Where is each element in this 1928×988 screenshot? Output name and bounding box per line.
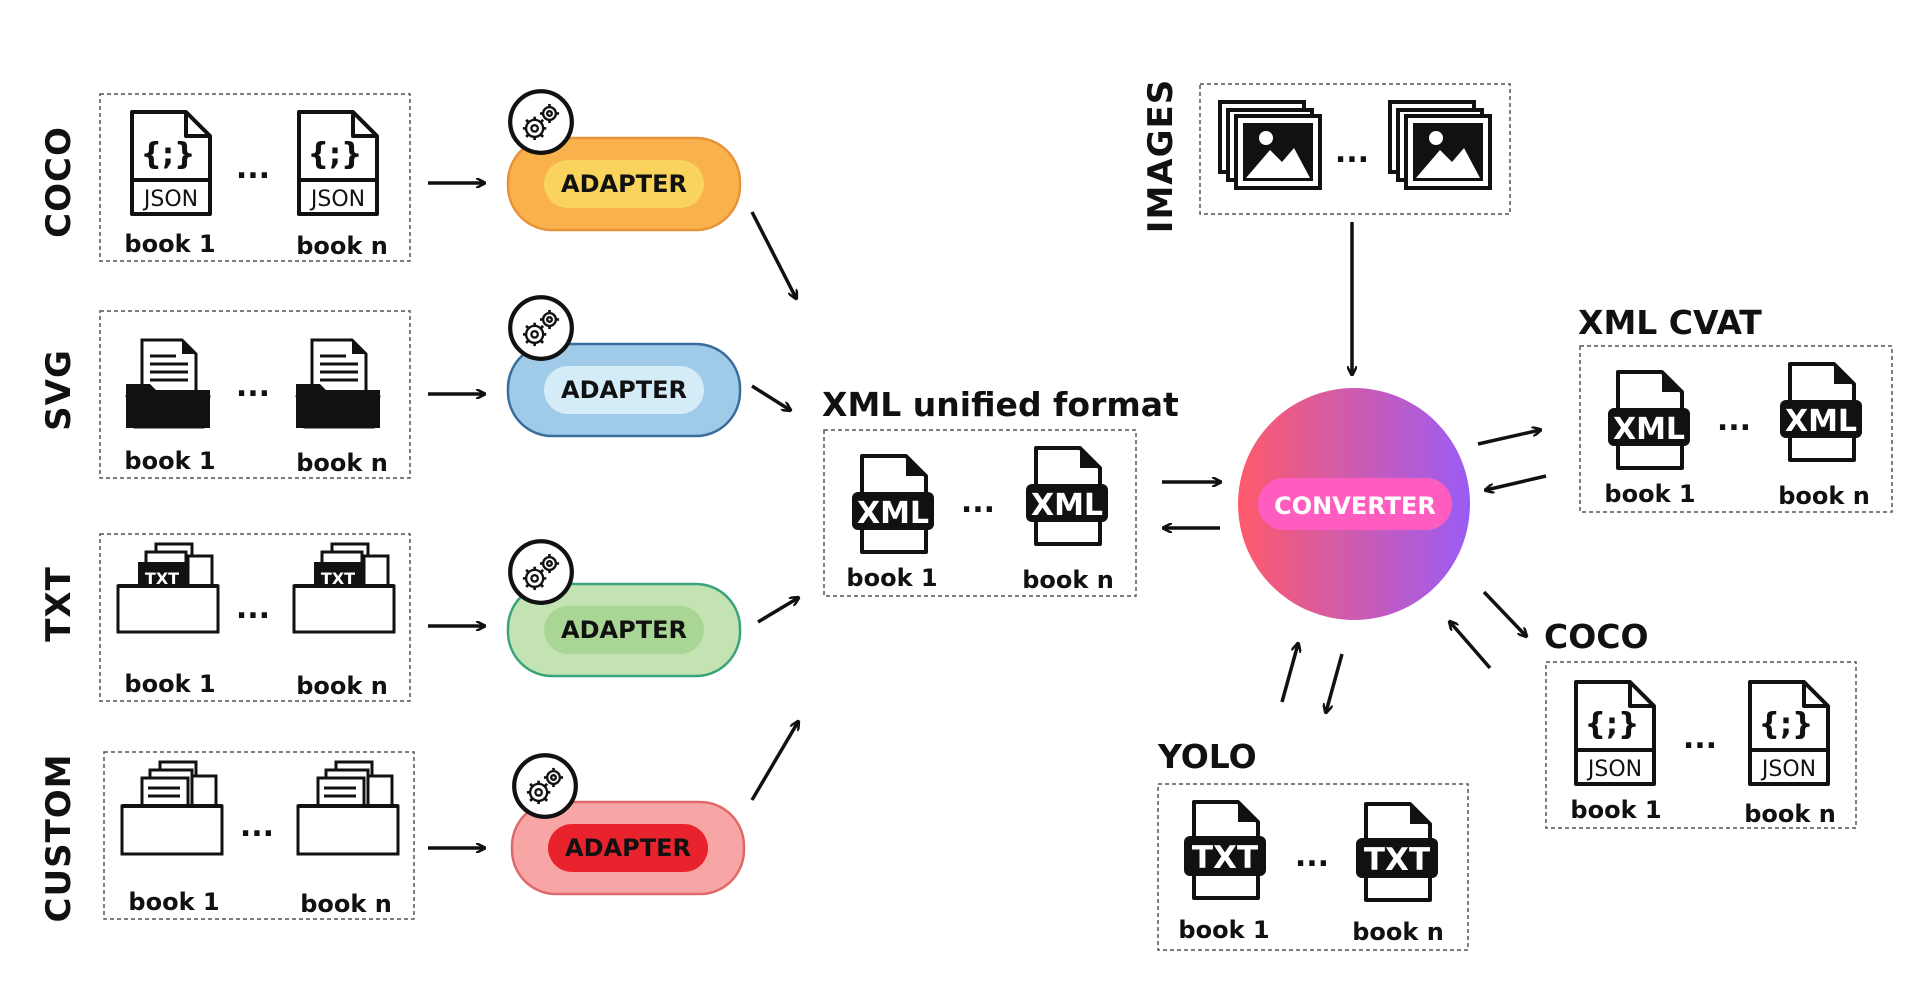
txt-file-icon: [1182, 800, 1268, 900]
arrow-adapter-custom-to-unified: [750, 722, 798, 801]
unified-format-title: XML unified format: [822, 385, 1179, 424]
source-label-coco: COCO: [39, 126, 79, 238]
ellipsis: ...: [1717, 403, 1751, 438]
txt-file-icon: [1354, 802, 1440, 902]
adapter-custom: ADAPTER: [510, 755, 746, 896]
arrow-converter-to-xml-cvat: [1477, 430, 1540, 446]
source-label-custom: CUSTOM: [39, 754, 79, 923]
arrow-adapter-svg-to-unified: [751, 384, 790, 410]
arrow-adapter-txt-to-unified: [757, 598, 798, 624]
book-first-label: book 1: [124, 447, 215, 475]
source-label-svg: SVG: [39, 349, 79, 431]
book-last-label: book n: [296, 449, 388, 477]
book-first-label: book 1: [124, 230, 215, 258]
arrow-xml-cvat-to-converter: [1486, 474, 1547, 490]
book-first-label: book 1: [1570, 796, 1661, 824]
adapter-label: ADAPTER: [561, 376, 687, 404]
adapter-label: ADAPTER: [561, 616, 687, 644]
output-xml-cvat: XML CVAT ... book 1 book n: [1578, 303, 1893, 513]
output-coco: COCO ... book 1 book n: [1544, 617, 1857, 829]
ellipsis: ...: [961, 485, 995, 520]
converter: CONVERTER: [1238, 388, 1470, 620]
source-row-custom: CUSTOM ... book 1 book n: [39, 751, 415, 923]
arrow-converter-to-yolo: [1326, 653, 1344, 712]
output-title-xml-cvat: XML CVAT: [1578, 303, 1762, 342]
arrow-converter-to-coco: [1482, 590, 1526, 636]
json-file-icon: [1574, 680, 1656, 786]
book-last-label: book n: [296, 232, 388, 260]
book-last-label: book n: [1352, 918, 1444, 946]
json-file-icon: [130, 110, 212, 216]
xml-file-icon: [1024, 446, 1110, 546]
ellipsis: ...: [240, 809, 274, 844]
unified-format-group: XML unified format ... book 1 book n: [822, 385, 1179, 597]
adapter-txt: ADAPTER: [506, 541, 742, 678]
source-row-txt: TXT ... book 1 book n: [39, 533, 411, 702]
images-group: IMAGES ...: [1141, 79, 1511, 233]
book-first-label: book 1: [846, 564, 937, 592]
book-last-label: book n: [1778, 482, 1870, 510]
output-title-yolo: YOLO: [1157, 737, 1257, 776]
source-row-coco: COCO ... book 1 book n: [39, 93, 411, 262]
images-label: IMAGES: [1141, 79, 1181, 233]
gear-icon: [510, 541, 572, 603]
source-row-svg: SVG ... book 1 book n: [39, 310, 411, 479]
xml-file-icon: [1778, 362, 1864, 462]
gear-icon: [510, 91, 572, 153]
arrow-adapter-coco-to-unified: [750, 211, 796, 298]
ellipsis: ...: [1295, 839, 1329, 874]
gear-icon: [514, 755, 576, 817]
adapter-coco: ADAPTER: [506, 91, 742, 232]
source-label-txt: TXT: [39, 566, 79, 642]
arrow-yolo-to-converter: [1280, 644, 1298, 703]
converter-pill: [1258, 478, 1452, 530]
gear-icon: [510, 297, 572, 359]
adapter-label: ADAPTER: [561, 170, 687, 198]
adapter-label: ADAPTER: [565, 834, 691, 862]
output-yolo: YOLO ... book 1 book n: [1157, 737, 1469, 951]
adapter-inner: [544, 606, 704, 654]
ellipsis: ...: [236, 151, 270, 186]
book-first-label: book 1: [128, 888, 219, 916]
ellipsis: ...: [236, 369, 270, 404]
output-title-coco: COCO: [1544, 617, 1649, 656]
image-stack-icon: [1388, 100, 1492, 190]
arrow-coco-to-converter: [1450, 622, 1492, 670]
converter-label: CONVERTER: [1274, 492, 1436, 520]
adapter-inner: [544, 160, 704, 208]
ellipsis: ...: [1683, 721, 1717, 756]
book-first-label: book 1: [1604, 480, 1695, 508]
adapter-svg: ADAPTER: [506, 297, 742, 438]
adapter-inner: [548, 824, 708, 872]
ellipsis: ...: [1335, 135, 1369, 170]
json-file-icon: [1748, 680, 1830, 786]
book-last-label: book n: [1022, 566, 1114, 594]
image-stack-icon: [1218, 100, 1322, 190]
json-file-icon: [297, 110, 379, 216]
book-last-label: book n: [1744, 800, 1836, 828]
ellipsis: ...: [236, 591, 270, 626]
xml-file-icon: [1606, 370, 1692, 470]
book-last-label: book n: [296, 672, 388, 700]
xml-file-icon: [850, 454, 936, 554]
book-last-label: book n: [300, 890, 392, 918]
adapter-inner: [544, 366, 704, 414]
book-first-label: book 1: [124, 670, 215, 698]
book-first-label: book 1: [1178, 916, 1269, 944]
